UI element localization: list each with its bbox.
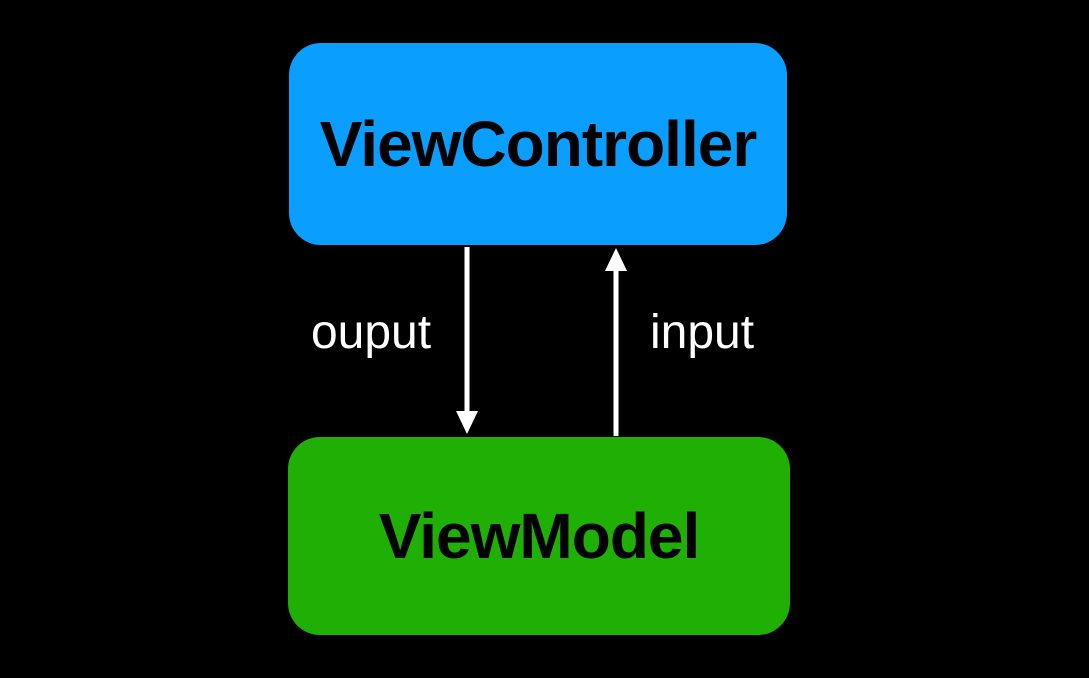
input-edge-label: input [649, 306, 755, 359]
node-view-controller: ViewController [289, 43, 787, 245]
input-arrow [605, 248, 627, 436]
output-edge-label: ouput [310, 306, 432, 359]
node-view-controller-label: ViewController [319, 108, 757, 180]
node-view-model: ViewModel [288, 437, 790, 635]
node-view-model-label: ViewModel [378, 500, 701, 572]
output-arrow [456, 247, 478, 434]
